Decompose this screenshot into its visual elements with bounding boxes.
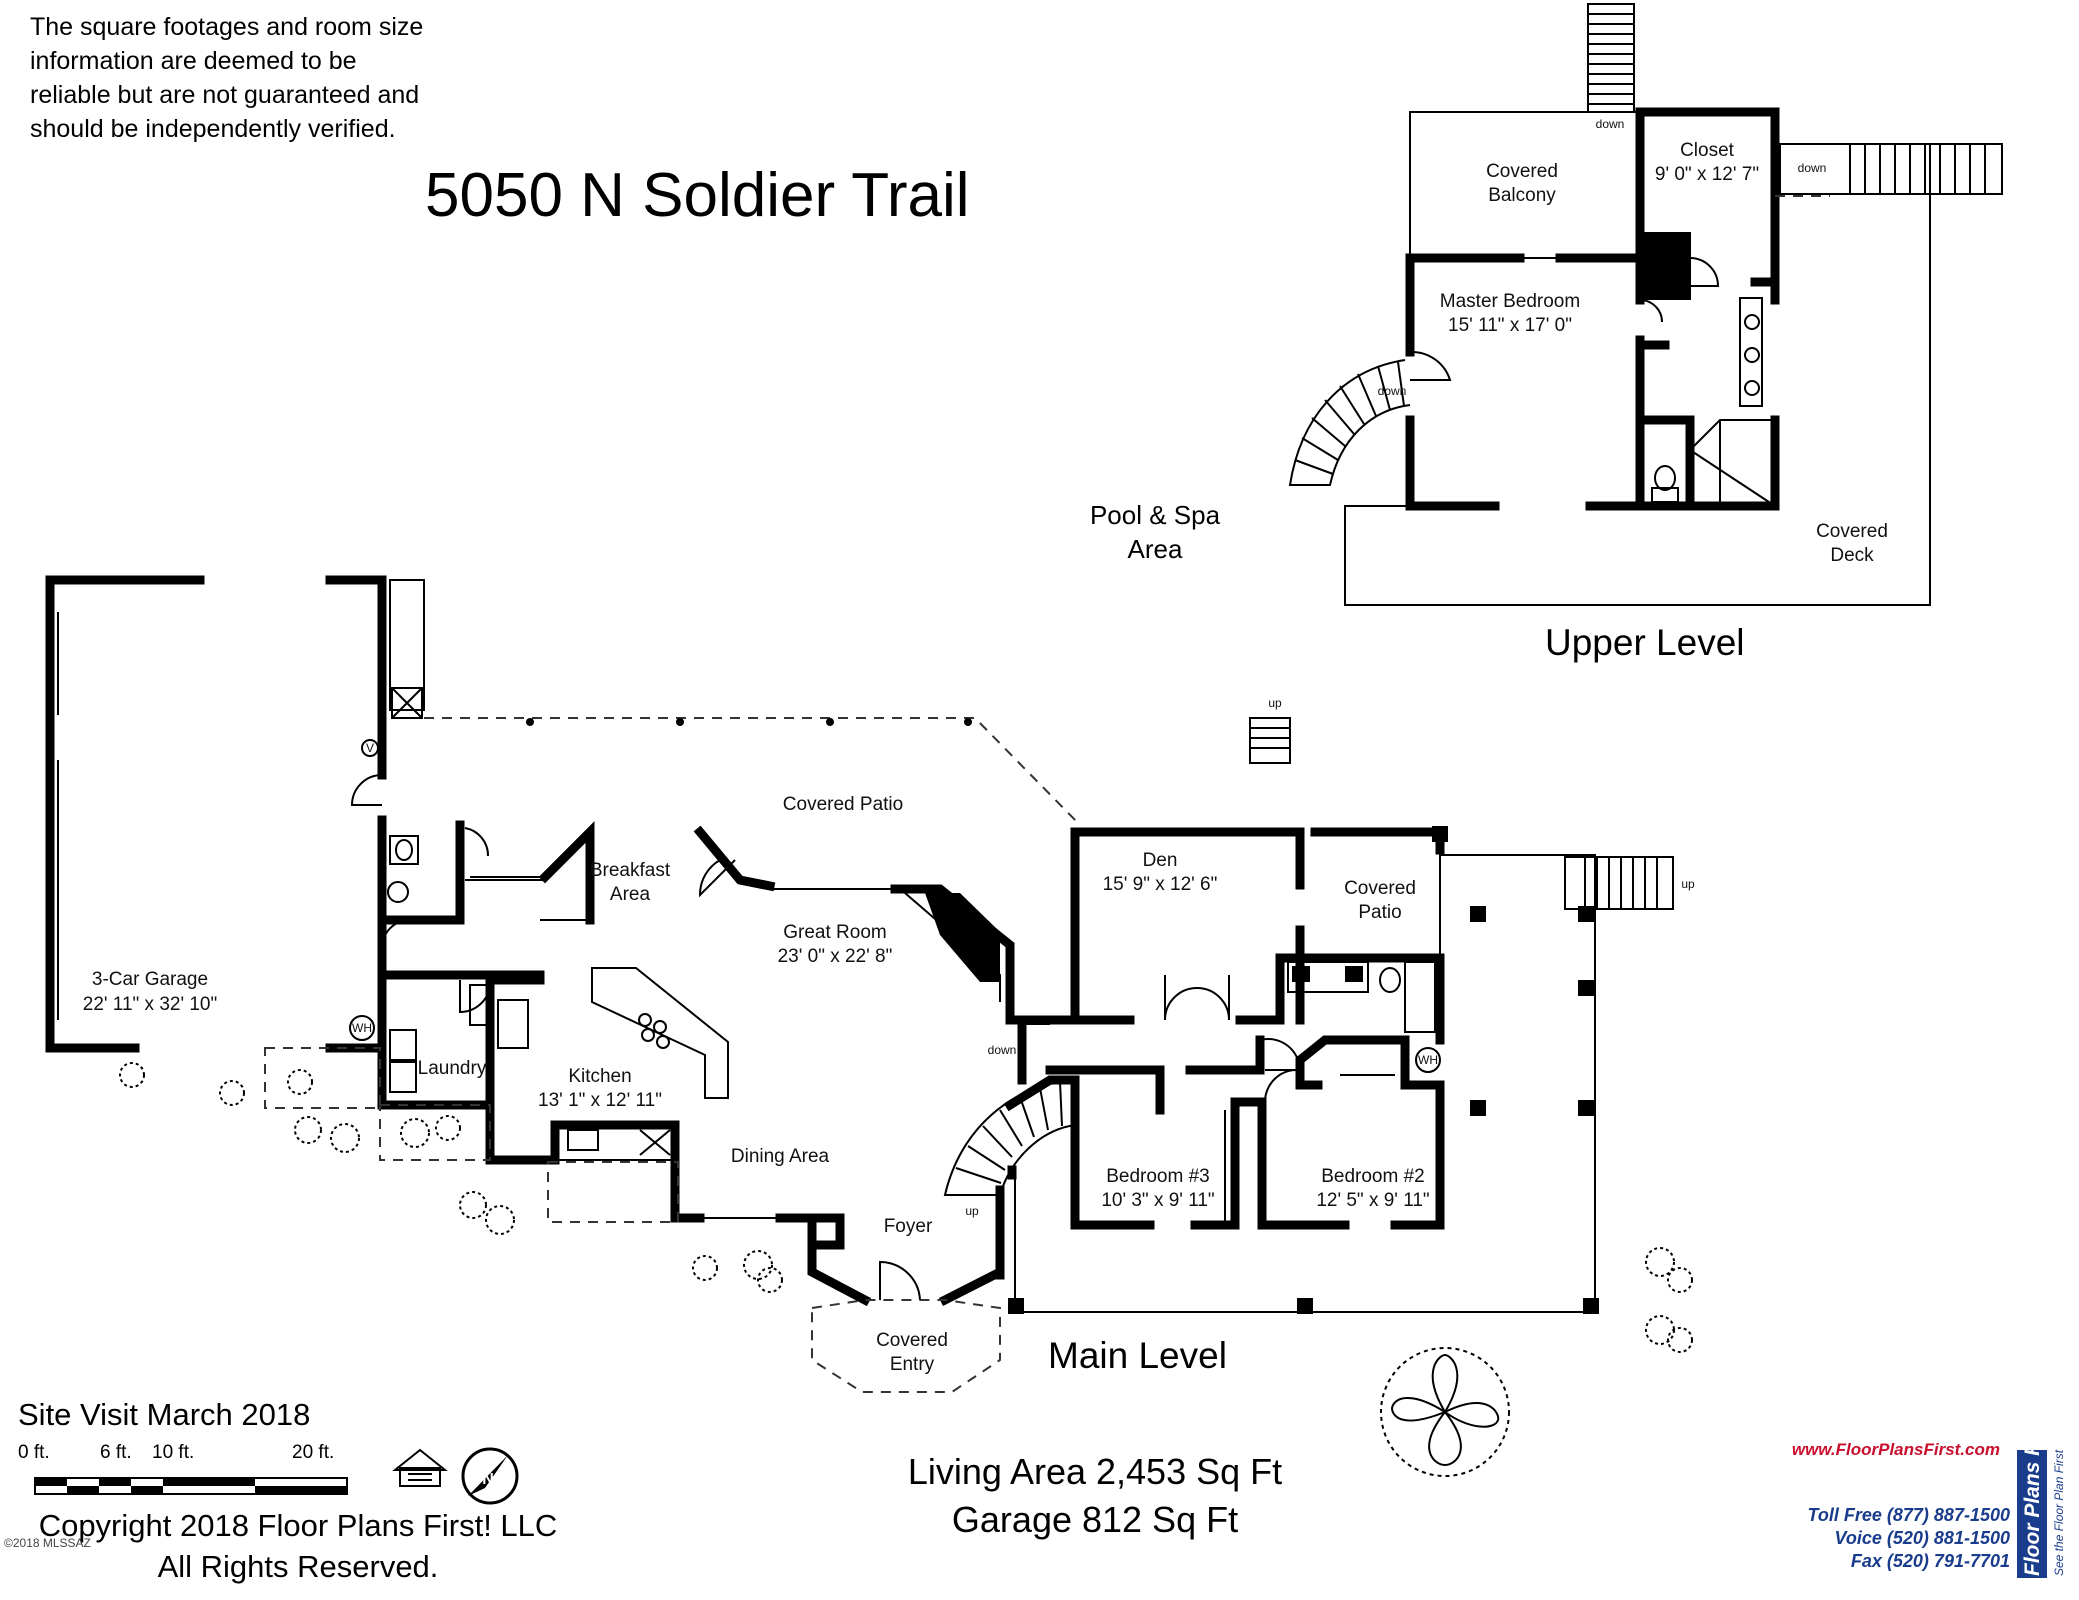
bedroom3-name: Bedroom #3 (1106, 1166, 1210, 1187)
deck-name: Deck (1830, 545, 1874, 566)
upper-stair-treads (1588, 13, 1634, 105)
disclaimer-line: should be independently verified. (30, 115, 396, 143)
pool-line: Area (1127, 534, 1183, 564)
disclaimer-line: The square footages and room size (30, 13, 424, 41)
balcony-name: Balcony (1488, 185, 1556, 206)
closet-dims: 9' 0" x 12' 7" (1655, 164, 1759, 185)
kitchen-dims: 13' 1" x 12' 11" (538, 1090, 662, 1111)
deck-stair (1779, 143, 2003, 195)
water-heater-label: WH (352, 1021, 372, 1035)
master-bedroom-dims: 15' 11" x 17' 0" (1448, 315, 1572, 336)
stair-down-label: down (1596, 117, 1625, 131)
website-link[interactable]: www.FloorPlansFirst.com (1791, 1440, 2000, 1459)
bedroom2-name: Bedroom #2 (1321, 1166, 1425, 1187)
den-patio-name: Covered (1344, 878, 1416, 899)
covered-patio-name: Covered Patio (783, 794, 903, 815)
covered-entry-name: Covered (876, 1330, 948, 1351)
closet-name: Closet (1680, 140, 1735, 161)
disclaimer-line: information are deemed to be (30, 47, 357, 75)
garage-area: Garage 812 Sq Ft (951, 1499, 1239, 1540)
landscaping (119, 1062, 1693, 1477)
pool-spa-label: Pool & Spa Area (1040, 498, 1270, 566)
garage-name: 3-Car Garage (92, 969, 208, 990)
stair-down-label: down (988, 1043, 1017, 1057)
garage-dims: 22' 11" x 32' 10" (83, 994, 217, 1015)
bedroom2-dims: 12' 5" x 9' 11" (1316, 1190, 1429, 1211)
disclaimer-line: reliable but are not guaranteed and (30, 81, 420, 109)
brand-logo: Floor Plans First! See the Floor Plan Fi… (2017, 1403, 2066, 1578)
bedroom3-dims: 10' 3" x 9' 11" (1101, 1190, 1214, 1211)
stair-down-label: down (1798, 161, 1827, 175)
spiral-stair (1288, 359, 1411, 486)
disclaimer: The square footages and room size inform… (30, 10, 500, 146)
equal-housing-icon (392, 1448, 448, 1487)
scale-label: 0 ft. (18, 1442, 50, 1463)
water-heater-label: WH (1418, 1053, 1438, 1067)
scale-bar (34, 1477, 348, 1495)
den-dims: 15' 9" x 12' 6" (1103, 874, 1218, 895)
living-area: Living Area 2,453 Sq Ft (907, 1451, 1283, 1492)
svg-text:N: N (482, 1471, 494, 1488)
dining-name: Dining Area (731, 1146, 830, 1167)
scale-label: 20 ft. (292, 1442, 335, 1463)
upper-level: down down down Covered Balcony Closet 9'… (1288, 3, 2003, 606)
brand-name: Floor Plans First! (2021, 1403, 2044, 1576)
brand-tagline: See the Floor Plan First (2052, 1449, 2066, 1576)
stair-up-label: up (1681, 877, 1695, 891)
stair-up-label: up (965, 1204, 979, 1218)
kitchen-name: Kitchen (568, 1066, 631, 1087)
breakfast-name: Breakfast (590, 860, 671, 881)
den-name: Den (1143, 850, 1178, 871)
deck-name: Covered (1816, 521, 1888, 542)
stair-up-label: up (1268, 696, 1282, 710)
covered-entry-outline (811, 1299, 1001, 1393)
toll-free: Toll Free (877) 887-1500 (1807, 1505, 2010, 1525)
copyright-line: All Rights Reserved. (157, 1549, 439, 1584)
valve-label: V (366, 741, 374, 755)
scale-label: 10 ft. (152, 1442, 195, 1463)
foyer-spiral-stair (943, 1079, 1076, 1196)
balcony-name: Covered (1486, 161, 1558, 182)
voice-phone: Voice (520) 881-1500 (1834, 1528, 2010, 1548)
copyright-line: Copyright 2018 Floor Plans First! LLC (38, 1508, 558, 1543)
copyright: Copyright 2018 Floor Plans First! LLC Al… (18, 1505, 578, 1587)
toilet (1651, 487, 1679, 503)
great-room-dims: 23' 0" x 22' 8" (778, 946, 893, 967)
upper-stair (1587, 3, 1635, 113)
shower (1689, 419, 1776, 507)
laundry-name: Laundry (418, 1058, 487, 1079)
breakfast-name: Area (610, 884, 651, 905)
north-arrow-icon: N (461, 1447, 519, 1505)
mls-mark: ©2018 MLSSAZ (4, 1536, 91, 1550)
main-level: V WH (45, 575, 1695, 1477)
stair-down-label: down (1378, 384, 1407, 398)
den-patio-name: Patio (1358, 902, 1401, 923)
kitchen-island (591, 967, 729, 1099)
fax: Fax (520) 791-7701 (1850, 1551, 2010, 1571)
master-bedroom-name: Master Bedroom (1440, 291, 1580, 312)
site-visit: Site Visit March 2018 (18, 1397, 311, 1432)
vanity (1739, 297, 1763, 407)
covered-entry-name: Entry (890, 1354, 935, 1375)
area-summary: Living Area 2,453 Sq Ft Garage 812 Sq Ft (880, 1448, 1310, 1544)
main-level-label: Main Level (1048, 1335, 1227, 1376)
upper-level-label: Upper Level (1545, 622, 1745, 663)
covered-patio-outline (424, 717, 1081, 826)
pool-line: Pool & Spa (1089, 500, 1221, 530)
foyer-name: Foyer (884, 1216, 933, 1237)
scale-label: 6 ft. (100, 1442, 132, 1463)
page-title: 5050 N Soldier Trail (425, 161, 970, 230)
great-room-name: Great Room (783, 922, 886, 943)
chimney-block (1643, 232, 1691, 300)
